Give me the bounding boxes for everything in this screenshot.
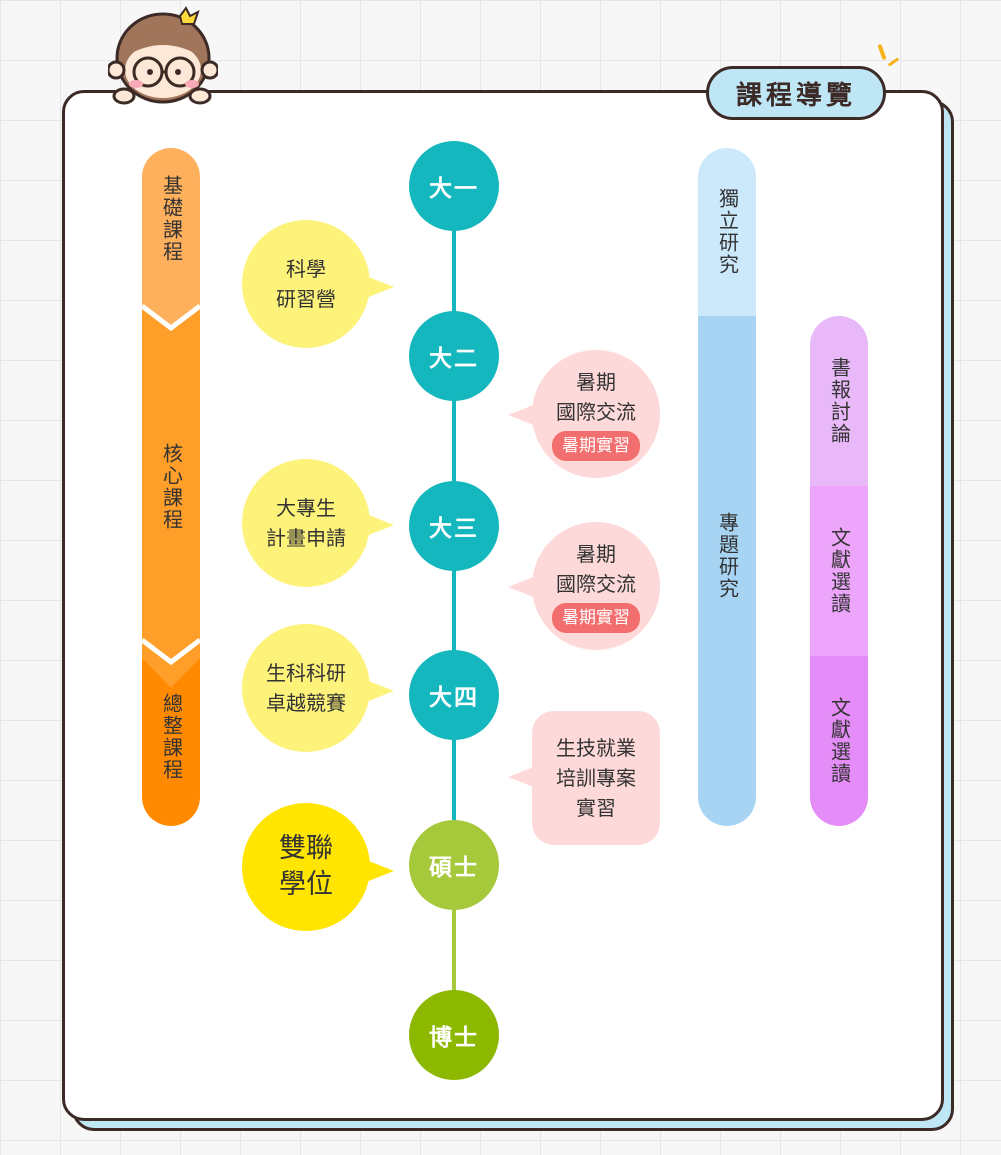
- stage-label-capstone: 總整課程: [159, 693, 184, 781]
- page-title: 課程導覽: [706, 66, 886, 120]
- stage-label-basic: 基礎課程: [159, 175, 184, 263]
- timeline-node-year2: 大二: [409, 311, 499, 401]
- bubble-summer-exchange-2: 暑期 國際交流 暑期實習: [532, 522, 660, 650]
- timeline-node-year1: 大一: [409, 141, 499, 231]
- bubble-dual-degree: 雙聯學位: [242, 803, 370, 931]
- bubble-competition: 生科科研卓越競賽: [242, 624, 370, 752]
- seminar-segment: 書報討論: [810, 316, 868, 486]
- bubble-science-camp: 科學研習營: [242, 220, 370, 348]
- seminar-bar: 書報討論 文獻選讀 文獻選讀: [810, 316, 868, 826]
- literature-reading-segment-1: 文獻選讀: [810, 486, 868, 656]
- summer-internship-tag: 暑期實習: [552, 603, 640, 633]
- bubble-tail: [508, 766, 536, 788]
- timeline-node-phd: 博士: [409, 990, 499, 1080]
- summer-internship-tag: 暑期實習: [552, 431, 640, 461]
- bubble-tail: [366, 860, 394, 882]
- course-card: [62, 90, 944, 1121]
- stage-bar: [142, 148, 200, 826]
- sparkle-icon: [877, 43, 887, 61]
- sparkle-icon: [887, 57, 900, 67]
- research-bar: 獨立研究 專題研究: [698, 148, 756, 826]
- bubble-biotech-training: 生技就業 培訓專案 實習: [532, 711, 660, 845]
- timeline-node-year4: 大四: [409, 650, 499, 740]
- bubble-tail: [366, 276, 394, 298]
- bubble-undergrad-project: 大專生計畫申請: [242, 459, 370, 587]
- bubble-tail: [508, 576, 536, 598]
- literature-reading-segment-2: 文獻選讀: [810, 656, 868, 826]
- bubble-tail: [366, 514, 394, 536]
- bubble-tail: [366, 680, 394, 702]
- bubble-tail: [508, 404, 536, 426]
- timeline-line-grad: [452, 862, 456, 1032]
- timeline-node-master: 碩士: [409, 820, 499, 910]
- bubble-summer-exchange-1: 暑期 國際交流 暑期實習: [532, 350, 660, 478]
- timeline-node-year3: 大三: [409, 481, 499, 571]
- project-research-segment: 專題研究: [698, 316, 756, 826]
- stage-label-core: 核心課程: [159, 443, 184, 531]
- independent-research-segment: 獨立研究: [698, 148, 756, 316]
- mascot-girl-icon: [106, 4, 220, 106]
